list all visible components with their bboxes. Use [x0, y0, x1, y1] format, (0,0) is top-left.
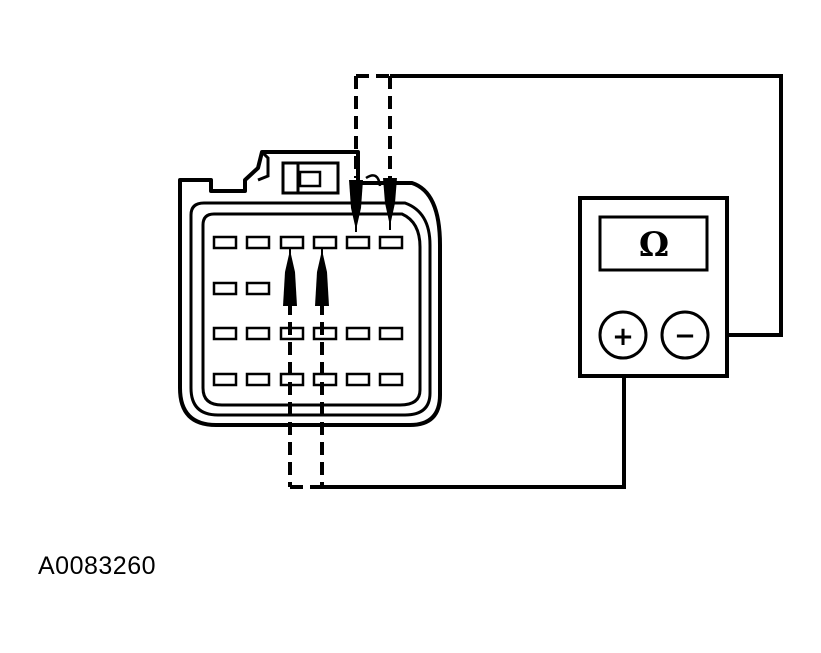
cavity-r3-c6 — [378, 326, 404, 341]
probe-pair-bottom — [283, 248, 626, 489]
meter-display — [598, 215, 709, 272]
meter-display-symbol: Ω — [639, 225, 669, 265]
connector — [178, 150, 442, 427]
cavity-r2-c2 — [245, 281, 271, 296]
ohmmeter: Ω + − — [578, 196, 729, 378]
connector-housing-inner — [189, 201, 432, 417]
probe-tip-bottom-right — [315, 250, 329, 306]
cavity-r1-c2 — [245, 235, 271, 250]
wire-negative — [390, 74, 783, 337]
cavity-r3-c2 — [245, 326, 271, 341]
probe-pair-top — [349, 74, 783, 337]
cavity-r4-c1 — [212, 372, 238, 387]
cavity-r1-c6 — [378, 235, 404, 250]
cavity-r1-c1 — [212, 235, 238, 250]
meter-positive-terminal — [598, 310, 648, 360]
cavity-r2-c1 — [212, 281, 238, 296]
wire-positive — [322, 358, 626, 489]
negative-sign: − — [674, 321, 696, 351]
meter-negative-terminal — [660, 310, 710, 360]
cavity-r3-c1 — [212, 326, 238, 341]
cavity-r1-c4 — [312, 235, 338, 250]
terminal-cavities — [212, 235, 404, 387]
cavity-r1-c5 — [345, 235, 371, 250]
probe-tip-top-left — [349, 180, 363, 230]
cavity-r4-c6 — [378, 372, 404, 387]
cavity-r4-c2 — [245, 372, 271, 387]
probe-tip-bottom-left — [283, 250, 297, 306]
figure-id-label: A0083260 — [38, 552, 157, 580]
positive-sign: + — [612, 322, 634, 352]
cavity-r4-c4 — [312, 372, 338, 387]
cavity-r3-c4 — [312, 326, 338, 341]
locking-tab — [257, 150, 382, 195]
cavity-r4-c5 — [345, 372, 371, 387]
connector-face — [201, 212, 422, 407]
cavity-r3-c5 — [345, 326, 371, 341]
probe-tip-top-right — [383, 178, 397, 226]
cavity-r1-c3 — [279, 235, 305, 250]
